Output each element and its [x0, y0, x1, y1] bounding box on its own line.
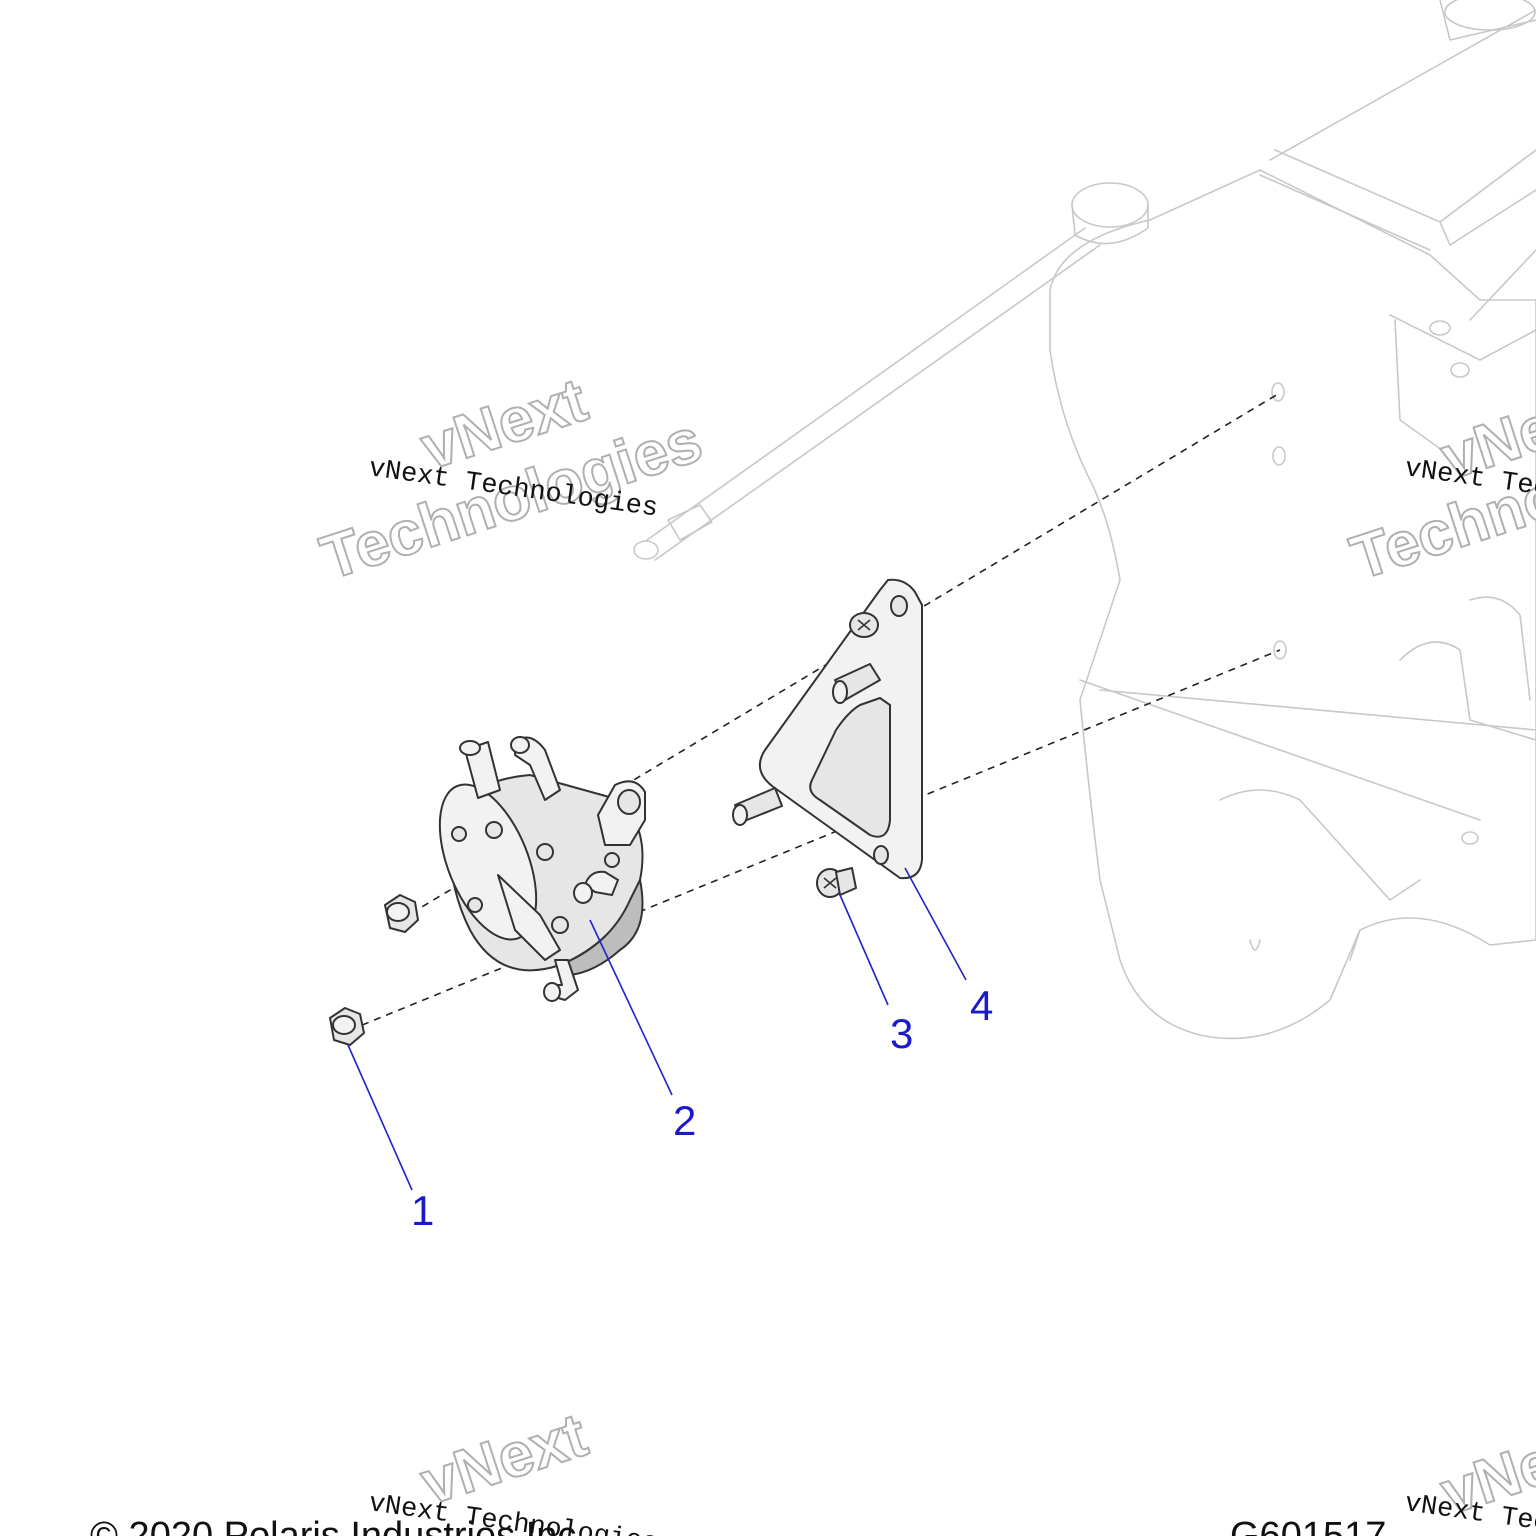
- nut-part-1-upper: [384, 894, 419, 933]
- watermark-right: vNext Technologies vNext Technologies: [1342, 375, 1536, 595]
- callout-1: 1: [411, 1187, 434, 1234]
- callout-4: 4: [970, 982, 993, 1029]
- watermark-bottom-right: vNext vNext Technologies: [1403, 1410, 1536, 1536]
- callout-2: 2: [673, 1097, 696, 1144]
- screw-part-3: [816, 867, 857, 898]
- copyright-text: © 2020 Polaris Industries Inc.: [90, 1515, 587, 1536]
- leader-lines: [347, 867, 967, 1191]
- bracket-part-4: [732, 578, 923, 880]
- callout-3: 3: [890, 1010, 913, 1057]
- figure-id: G601517: [1230, 1515, 1386, 1536]
- fuel-pump-part-2: [438, 736, 646, 1002]
- nut-part-1-lower: [329, 1007, 365, 1046]
- engine-outline: [633, 0, 1536, 1040]
